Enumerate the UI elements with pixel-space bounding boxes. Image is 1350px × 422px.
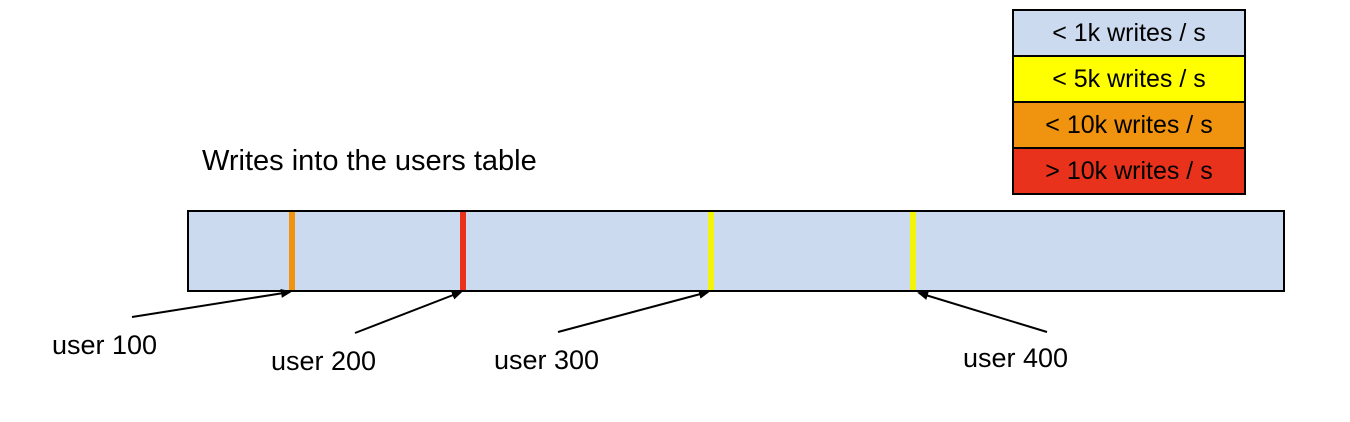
hotspot-marker-user-300 bbox=[708, 212, 714, 290]
arrow-user-300 bbox=[557, 289, 710, 333]
arrow-user-200 bbox=[354, 291, 463, 334]
legend-item-lt-10k: < 10k writes / s bbox=[1014, 103, 1244, 149]
user-label-100: user 100 bbox=[52, 330, 158, 360]
arrow-user-100 bbox=[131, 288, 292, 318]
diagram-title: Writes into the users table bbox=[202, 145, 537, 177]
arrow-user-400 bbox=[917, 291, 1048, 333]
legend-item-lt-1k: < 1k writes / s bbox=[1014, 11, 1244, 57]
write-rate-legend: < 1k writes / s < 5k writes / s < 10k wr… bbox=[1012, 9, 1246, 195]
hotspot-marker-user-100 bbox=[289, 212, 295, 290]
user-label-200: user 200 bbox=[271, 346, 377, 376]
legend-item-lt-5k: < 5k writes / s bbox=[1014, 57, 1244, 103]
user-label-400: user 400 bbox=[963, 343, 1069, 373]
hotspot-marker-user-200 bbox=[460, 212, 466, 290]
legend-item-gt-10k: > 10k writes / s bbox=[1014, 149, 1244, 193]
hotspot-marker-user-400 bbox=[910, 212, 916, 290]
user-label-300: user 300 bbox=[494, 345, 600, 375]
users-table-bar bbox=[187, 210, 1285, 292]
